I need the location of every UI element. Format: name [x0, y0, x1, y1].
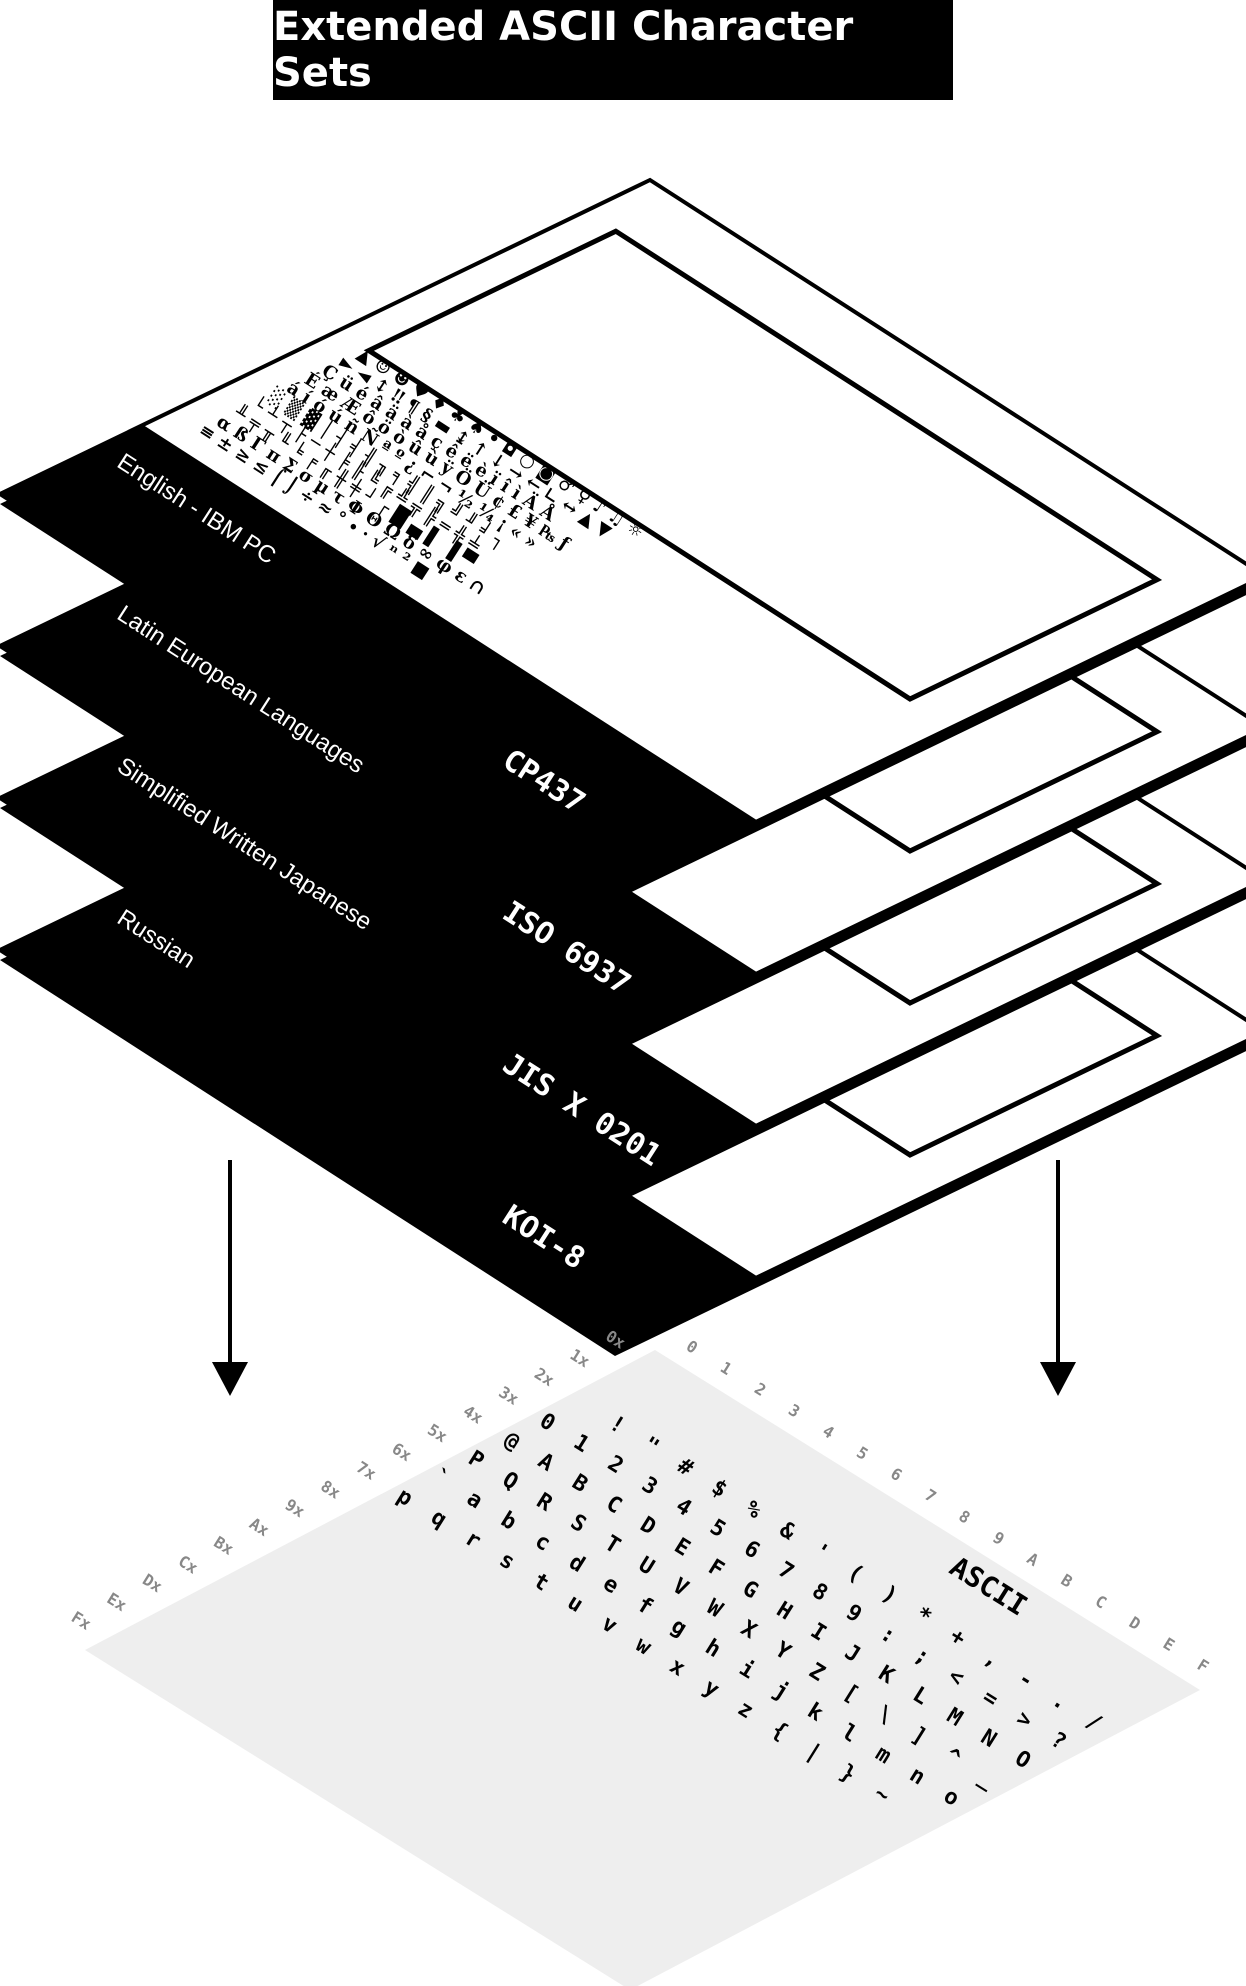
layer-label-band [0, 424, 758, 890]
ascii-column-header: D [1126, 1613, 1144, 1634]
ascii-column-header: B [1058, 1570, 1077, 1591]
ascii-row-header: 7x [353, 1457, 380, 1484]
ascii-column-header: 6 [887, 1464, 905, 1485]
ascii-row-header: 3x [496, 1382, 523, 1409]
ascii-column-header: 8 [955, 1506, 973, 1527]
ascii-column-header: 7 [921, 1485, 939, 1506]
ascii-column-header: 5 [853, 1443, 871, 1464]
title-banner: Extended ASCII Character Sets [273, 0, 953, 100]
ascii-row-header: Fx [68, 1607, 95, 1634]
layer-cp437: ▲ ☺ ☻ ♥ ♦ ♣ ♠ • ◘ ○ ◙ ♂ ♀ ♪ ♫ ☼► ◄ ↕ ‼ ¶… [0, 177, 1246, 900]
layer-label-band [0, 576, 758, 1042]
ascii-table: 0123456789ABCDEF0x1x2x3x4x5x6x7x8x9xAxBx… [68, 1326, 1212, 1986]
ascii-row-header: 8x [317, 1476, 344, 1503]
ascii-row-header: Cx [175, 1551, 202, 1578]
ascii-column-header: 1 [717, 1358, 735, 1379]
ascii-plane [85, 1350, 1200, 1986]
layer-inner-frame [363, 228, 1163, 702]
ascii-row-header: Ex [104, 1589, 131, 1616]
ascii-column-header: 3 [785, 1400, 803, 1421]
ascii-row-header: Ax [246, 1514, 273, 1541]
ascii-row-header: 1x [567, 1345, 594, 1372]
arrow-right-head [1040, 1362, 1076, 1396]
character-set-layers: П Я Р С Т У Ж В Ь Ы З Ш Э Щ Ч Ъ© о ч о ч… [0, 177, 1246, 1356]
ascii-row-header: Dx [139, 1570, 166, 1597]
page-title: Extended ASCII Character Sets [273, 4, 854, 96]
ascii-column-header: 9 [989, 1528, 1007, 1549]
ascii-row-header: 5x [424, 1420, 451, 1447]
ascii-column-header: A [1024, 1549, 1043, 1570]
layer-label-band [0, 880, 758, 1346]
ascii-row-header: Bx [211, 1532, 238, 1559]
ascii-column-header: 0 [683, 1336, 701, 1357]
arrows [212, 1160, 1076, 1396]
ascii-column-header: F [1194, 1655, 1212, 1676]
ascii-column-header: C [1092, 1591, 1110, 1612]
ascii-row-header: 9x [282, 1495, 309, 1522]
ascii-row-header: 6x [389, 1439, 416, 1466]
ascii-column-header: 2 [751, 1379, 769, 1400]
ascii-column-header: 4 [819, 1421, 837, 1442]
layer-label-band [0, 728, 758, 1194]
ascii-row-header: 4x [460, 1401, 487, 1428]
arrow-left-head [212, 1362, 248, 1396]
ascii-column-header: E [1160, 1634, 1178, 1655]
ascii-row-header: 2x [531, 1364, 558, 1391]
